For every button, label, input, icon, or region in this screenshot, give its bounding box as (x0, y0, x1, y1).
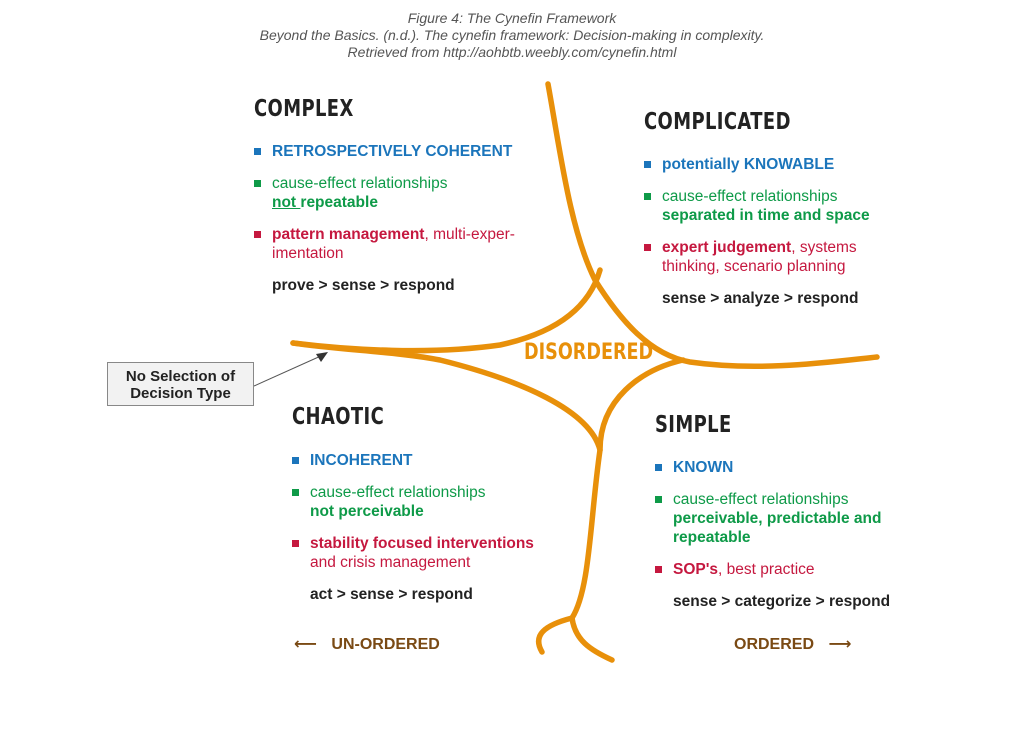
complex-block: RETROSPECTIVELY COHERENT cause-effect re… (254, 142, 554, 295)
square-bullet-icon (644, 193, 651, 200)
complicated-process: sense > analyze > respond (662, 290, 859, 307)
pointer-line (253, 354, 324, 387)
chaotic-process: act > sense > respond (310, 586, 473, 603)
no-selection-line-1: No Selection of (125, 368, 236, 385)
boundary-bottom-left (290, 340, 603, 453)
square-bullet-icon (292, 489, 299, 496)
complicated-title: COMPLICATED (644, 109, 791, 135)
square-bullet-icon (254, 180, 261, 187)
boundary-bottom-root-left (535, 615, 575, 655)
figure-caption: Figure 4: The Cynefin Framework Beyond t… (0, 10, 1024, 61)
square-bullet-icon (254, 148, 261, 155)
square-bullet-icon (644, 161, 651, 168)
disordered-label: DISORDERED (524, 340, 654, 365)
chaotic-title: CHAOTIC (292, 404, 385, 430)
boundary-bottom-right (569, 357, 686, 621)
chaotic-bullet-1: INCOHERENT (292, 451, 582, 470)
square-bullet-icon (292, 540, 299, 547)
simple-title: SIMPLE (655, 412, 732, 438)
complex-bullet-1: RETROSPECTIVELY COHERENT (254, 142, 554, 161)
square-bullet-icon (655, 496, 662, 503)
arrow-left-icon: ⟵ (294, 636, 317, 653)
square-bullet-icon (254, 231, 261, 238)
caption-line-3: Retrieved from http://aohbtb.weebly.com/… (347, 44, 677, 60)
unordered-axis-label: ⟵ UN-ORDERED (294, 634, 440, 654)
boundary-top-right (545, 81, 880, 370)
simple-process: sense > categorize > respond (673, 593, 891, 610)
simple-bullet-1: KNOWN (655, 458, 955, 477)
complex-bullet-3: pattern management, multi-exper- imentat… (254, 225, 554, 263)
simple-bullet-2: cause-effect relationships perceivable, … (655, 490, 955, 547)
no-selection-box: No Selection of Decision Type (107, 362, 254, 406)
complicated-bullet-3: expert judgement, systems thinking, scen… (644, 238, 944, 276)
square-bullet-icon (644, 244, 651, 251)
complicated-bullet-1: potentially KNOWABLE (644, 155, 944, 174)
caption-line-2: Beyond the Basics. (n.d.). The cynefin f… (259, 27, 765, 43)
boundary-bottom-root-right (569, 615, 615, 663)
square-bullet-icon (655, 566, 662, 573)
pointer-arrowhead (316, 352, 328, 362)
square-bullet-icon (655, 464, 662, 471)
arrow-right-icon: ⟶ (828, 636, 852, 653)
complicated-bullet-2: cause-effect relationships separated in … (644, 187, 944, 225)
unordered-text: UN-ORDERED (331, 636, 440, 653)
complex-title: COMPLEX (254, 96, 354, 122)
simple-bullet-3: SOP's, best practice (655, 560, 955, 579)
complex-process: prove > sense > respond (272, 277, 455, 294)
simple-block: KNOWN cause-effect relationships perceiv… (655, 458, 955, 611)
ordered-text: ORDERED (734, 636, 815, 653)
complex-bullet-2: cause-effect relationships not repeatabl… (254, 174, 554, 212)
square-bullet-icon (292, 457, 299, 464)
complicated-block: potentially KNOWABLE cause-effect relati… (644, 155, 944, 308)
chaotic-block: INCOHERENT cause-effect relationships no… (292, 451, 582, 604)
chaotic-bullet-2: cause-effect relationships not perceivab… (292, 483, 582, 521)
chaotic-bullet-3: stability focused interventions and cris… (292, 534, 582, 572)
ordered-axis-label: ORDERED ⟶ (734, 634, 851, 654)
caption-line-1: Figure 4: The Cynefin Framework (407, 10, 617, 26)
no-selection-line-2: Decision Type (130, 385, 231, 402)
